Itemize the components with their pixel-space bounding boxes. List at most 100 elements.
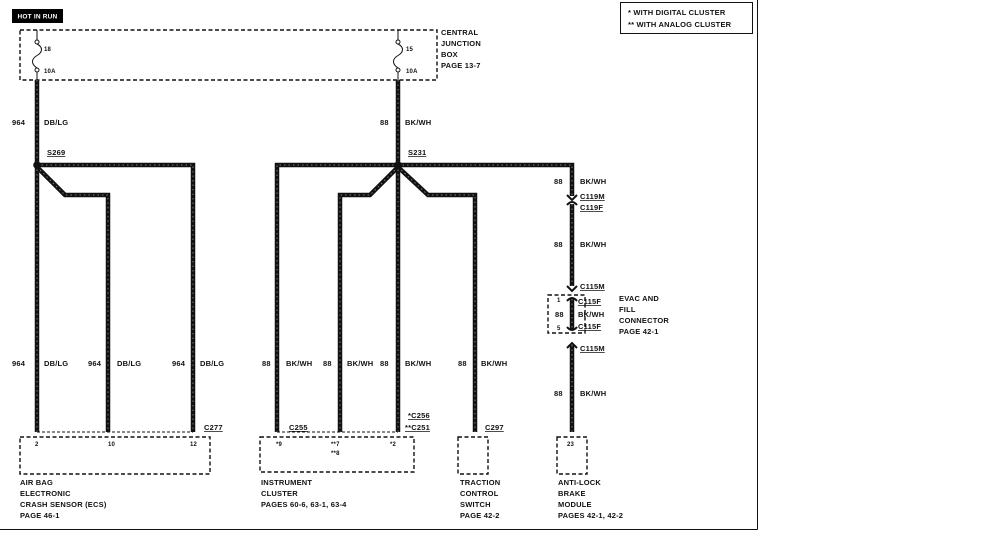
instrument-cluster: C255 *C256 **C251 *9 **7 **8 *2 INSTRUME… — [259, 411, 430, 509]
pin-number: **8 — [331, 451, 340, 457]
fuse-number: 18 — [44, 47, 52, 53]
anti-lock-brake-module-outline — [556, 436, 588, 475]
pin-number: 23 — [567, 442, 575, 448]
pin-number: 5 — [557, 326, 561, 332]
connector-label: C119M — [580, 192, 605, 201]
wire-color: BK/WH — [580, 177, 606, 186]
wire-color: BK/WH — [286, 359, 312, 368]
legend-analog-cluster: ** WITH ANALOG CLUSTER — [628, 20, 732, 29]
central-junction-box-outline — [19, 29, 438, 81]
circuit-number: 88 — [554, 240, 563, 249]
splice-s231: S231 — [394, 148, 426, 169]
fuse-number: 15 — [406, 47, 414, 53]
connector-label: C115M — [580, 282, 605, 291]
anti-lock-brake-module: 23 ANTI-LOCK BRAKE MODULE PAGES 42-1, 42… — [556, 436, 623, 520]
pin-number: 1 — [557, 298, 561, 304]
connector-label: C115F — [578, 297, 601, 306]
component-page-ref: PAGE 46-1 — [20, 511, 60, 520]
fuse-terminal — [34, 67, 40, 73]
wires — [37, 80, 572, 432]
wire-color: DB/LG — [117, 359, 141, 368]
power-source-badge: HOT IN RUN — [12, 9, 63, 23]
connector-label-digital: *C256 — [408, 411, 430, 420]
inline-connector-c115-lower: C115M — [566, 341, 605, 353]
splice-dot — [33, 161, 41, 169]
connector-label: C115F — [578, 322, 601, 331]
legend: * WITH DIGITAL CLUSTER ** WITH ANALOG CL… — [620, 2, 753, 34]
component-page-ref: PAGES 42-1, 42-2 — [558, 511, 623, 520]
circuit-number: 964 — [88, 359, 102, 368]
central-junction-box-title: JUNCTION — [441, 39, 481, 48]
component-name: INSTRUMENT — [261, 478, 312, 487]
circuit-number: 88 — [458, 359, 467, 368]
circuit-number: 964 — [12, 118, 26, 127]
traction-control-switch: C297 TRACTION CONTROL SWITCH PAGE 42-2 — [457, 423, 504, 520]
component-name: ELECTRONIC — [20, 489, 71, 498]
fuse-terminal — [395, 39, 401, 45]
splice-s269: S269 — [33, 148, 65, 169]
wire-color: DB/LG — [44, 359, 68, 368]
connector-label-analog: **C251 — [405, 423, 430, 432]
male-terminal-symbol — [566, 194, 578, 202]
inline-connector-c119: C119M C119F — [566, 192, 605, 212]
wire-color: BK/WH — [405, 359, 431, 368]
hot-in-run-box — [12, 9, 63, 23]
fuse-left: 18 10A — [32, 30, 56, 80]
fuse-terminal — [34, 39, 40, 45]
hot-in-run-label: HOT IN RUN — [18, 14, 58, 21]
pin-number: 2 — [35, 442, 39, 448]
splice-dot — [394, 161, 402, 169]
connector-label: C115M — [580, 344, 605, 353]
circuit-number: 88 — [555, 310, 564, 319]
wire-color: BK/WH — [347, 359, 373, 368]
component-page-ref: PAGE 42-2 — [460, 511, 500, 520]
wire-color: BK/WH — [578, 310, 604, 319]
legend-box — [620, 2, 753, 34]
component-name: BRAKE — [558, 489, 586, 498]
component-name: FILL — [619, 305, 636, 314]
evac-fill-connector: 1 5 C115F C115F EVAC AND FILL CONNECTOR … — [547, 294, 669, 336]
component-name: SWITCH — [460, 500, 491, 509]
component-name: ANTI-LOCK — [558, 478, 601, 487]
fuse-rating: 10A — [406, 69, 418, 75]
component-name: CONTROL — [460, 489, 499, 498]
fuse-symbol — [32, 43, 42, 69]
fuse-symbol — [393, 43, 403, 69]
component-name: CONNECTOR — [619, 316, 669, 325]
circuit-number: 88 — [380, 359, 389, 368]
wire-color: BK/WH — [405, 118, 431, 127]
connector-label: C255 — [289, 423, 308, 432]
air-bag-crash-sensor-outline — [19, 436, 211, 475]
circuit-number: 88 — [554, 177, 563, 186]
component-name: CRASH SENSOR (ECS) — [20, 500, 107, 509]
circuit-number: 964 — [172, 359, 186, 368]
fuse-right: 15 10A — [393, 30, 418, 80]
fuse-rating: 10A — [44, 69, 56, 75]
pin-number: *9 — [276, 442, 283, 448]
component-name: AIR BAG — [20, 478, 53, 487]
inline-connector-c115-upper: C115M — [566, 282, 605, 293]
traction-control-switch-outline — [457, 436, 489, 475]
wire-color: DB/LG — [200, 359, 224, 368]
splice-label: S231 — [408, 148, 426, 157]
connector-label: C297 — [485, 423, 504, 432]
fuse-terminal — [395, 67, 401, 73]
component-name: TRACTION — [460, 478, 500, 487]
circuit-number: 88 — [262, 359, 271, 368]
circuit-number: 88 — [554, 389, 563, 398]
wire-color: BK/WH — [580, 240, 606, 249]
circuit-number: 88 — [380, 118, 389, 127]
wire-color: BK/WH — [481, 359, 507, 368]
circuit-number: 964 — [12, 359, 26, 368]
wire-color: BK/WH — [580, 389, 606, 398]
female-terminal-symbol — [566, 297, 578, 302]
circuit-number: 88 — [323, 359, 332, 368]
evac-fill-connector-outline — [547, 294, 586, 334]
circuit-labels: 964 DB/LG 88 BK/WH 964 DB/LG 964 DB/LG 9… — [12, 118, 606, 398]
connector-label: C119F — [580, 203, 603, 212]
pin-number: *2 — [390, 442, 397, 448]
component-page-ref: PAGE 42-1 — [619, 327, 659, 336]
component-page-ref: PAGES 60-6, 63-1, 63-4 — [261, 500, 347, 509]
component-name: CLUSTER — [261, 489, 298, 498]
pin-number: 10 — [108, 442, 116, 448]
